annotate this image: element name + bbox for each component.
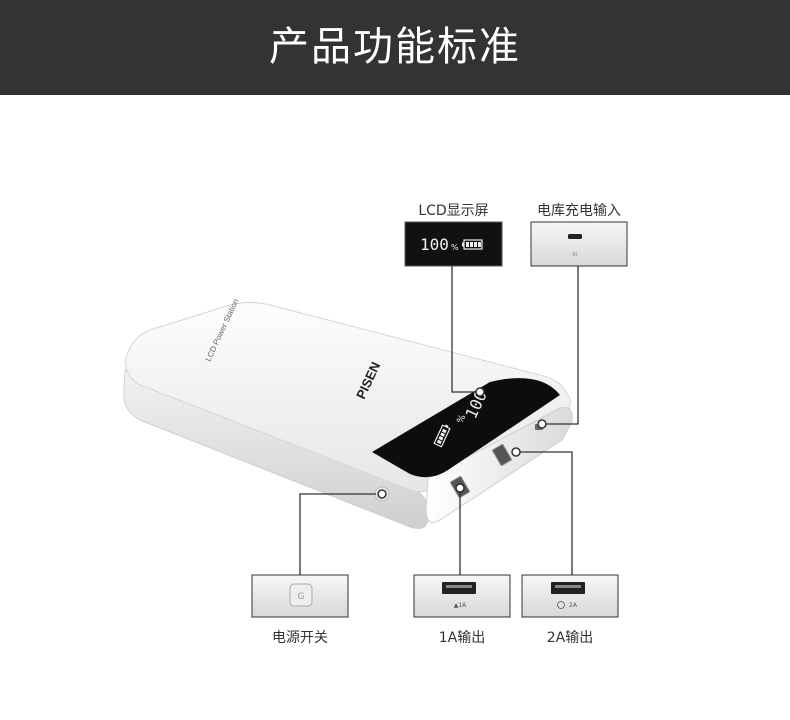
input-label: 电库充电输入 [537,203,621,219]
lcd-callout: 100 % [404,221,503,267]
lcd-callout-value: 100 [420,235,449,254]
power-line [299,493,376,575]
power-callout: G [251,574,349,618]
out-1a-callout: ▲1A [413,574,511,618]
out-1a-callout-port-text: ▲1A [454,602,467,609]
power-bank-side [123,369,429,529]
battery-icon [462,239,483,250]
lcd-label: LCD显示屏 [418,203,489,219]
callout-dots [377,387,547,499]
device-port-2a [492,444,512,466]
device-battery-icon [433,424,451,448]
lcd-panel [372,378,560,478]
out-2a-callout: 2A [521,574,619,618]
out-2a-line [516,451,573,575]
out-2a-label: 2A输出 [546,630,594,646]
power-button-text: G [298,592,305,602]
power-button-icon [289,583,313,607]
out-1a-label: 1A输出 [438,630,486,646]
lcd-callout-unit: % [451,243,459,252]
input-callout: in [530,221,628,267]
input-line [542,265,579,425]
power-bank: PISEN LCD Power Station 100 % [123,297,573,529]
input-callout-port-text: in [572,251,578,258]
callout-lines [299,265,579,575]
out-2a-callout-port-text: 2A [569,602,578,609]
page-title: 产品功能标准 [269,24,521,70]
lcd-line [451,265,480,393]
fast-charge-icon [557,601,565,609]
micro-usb-port-icon [568,234,582,239]
page-header [0,0,790,95]
power-label: 电源开关 [272,630,328,646]
